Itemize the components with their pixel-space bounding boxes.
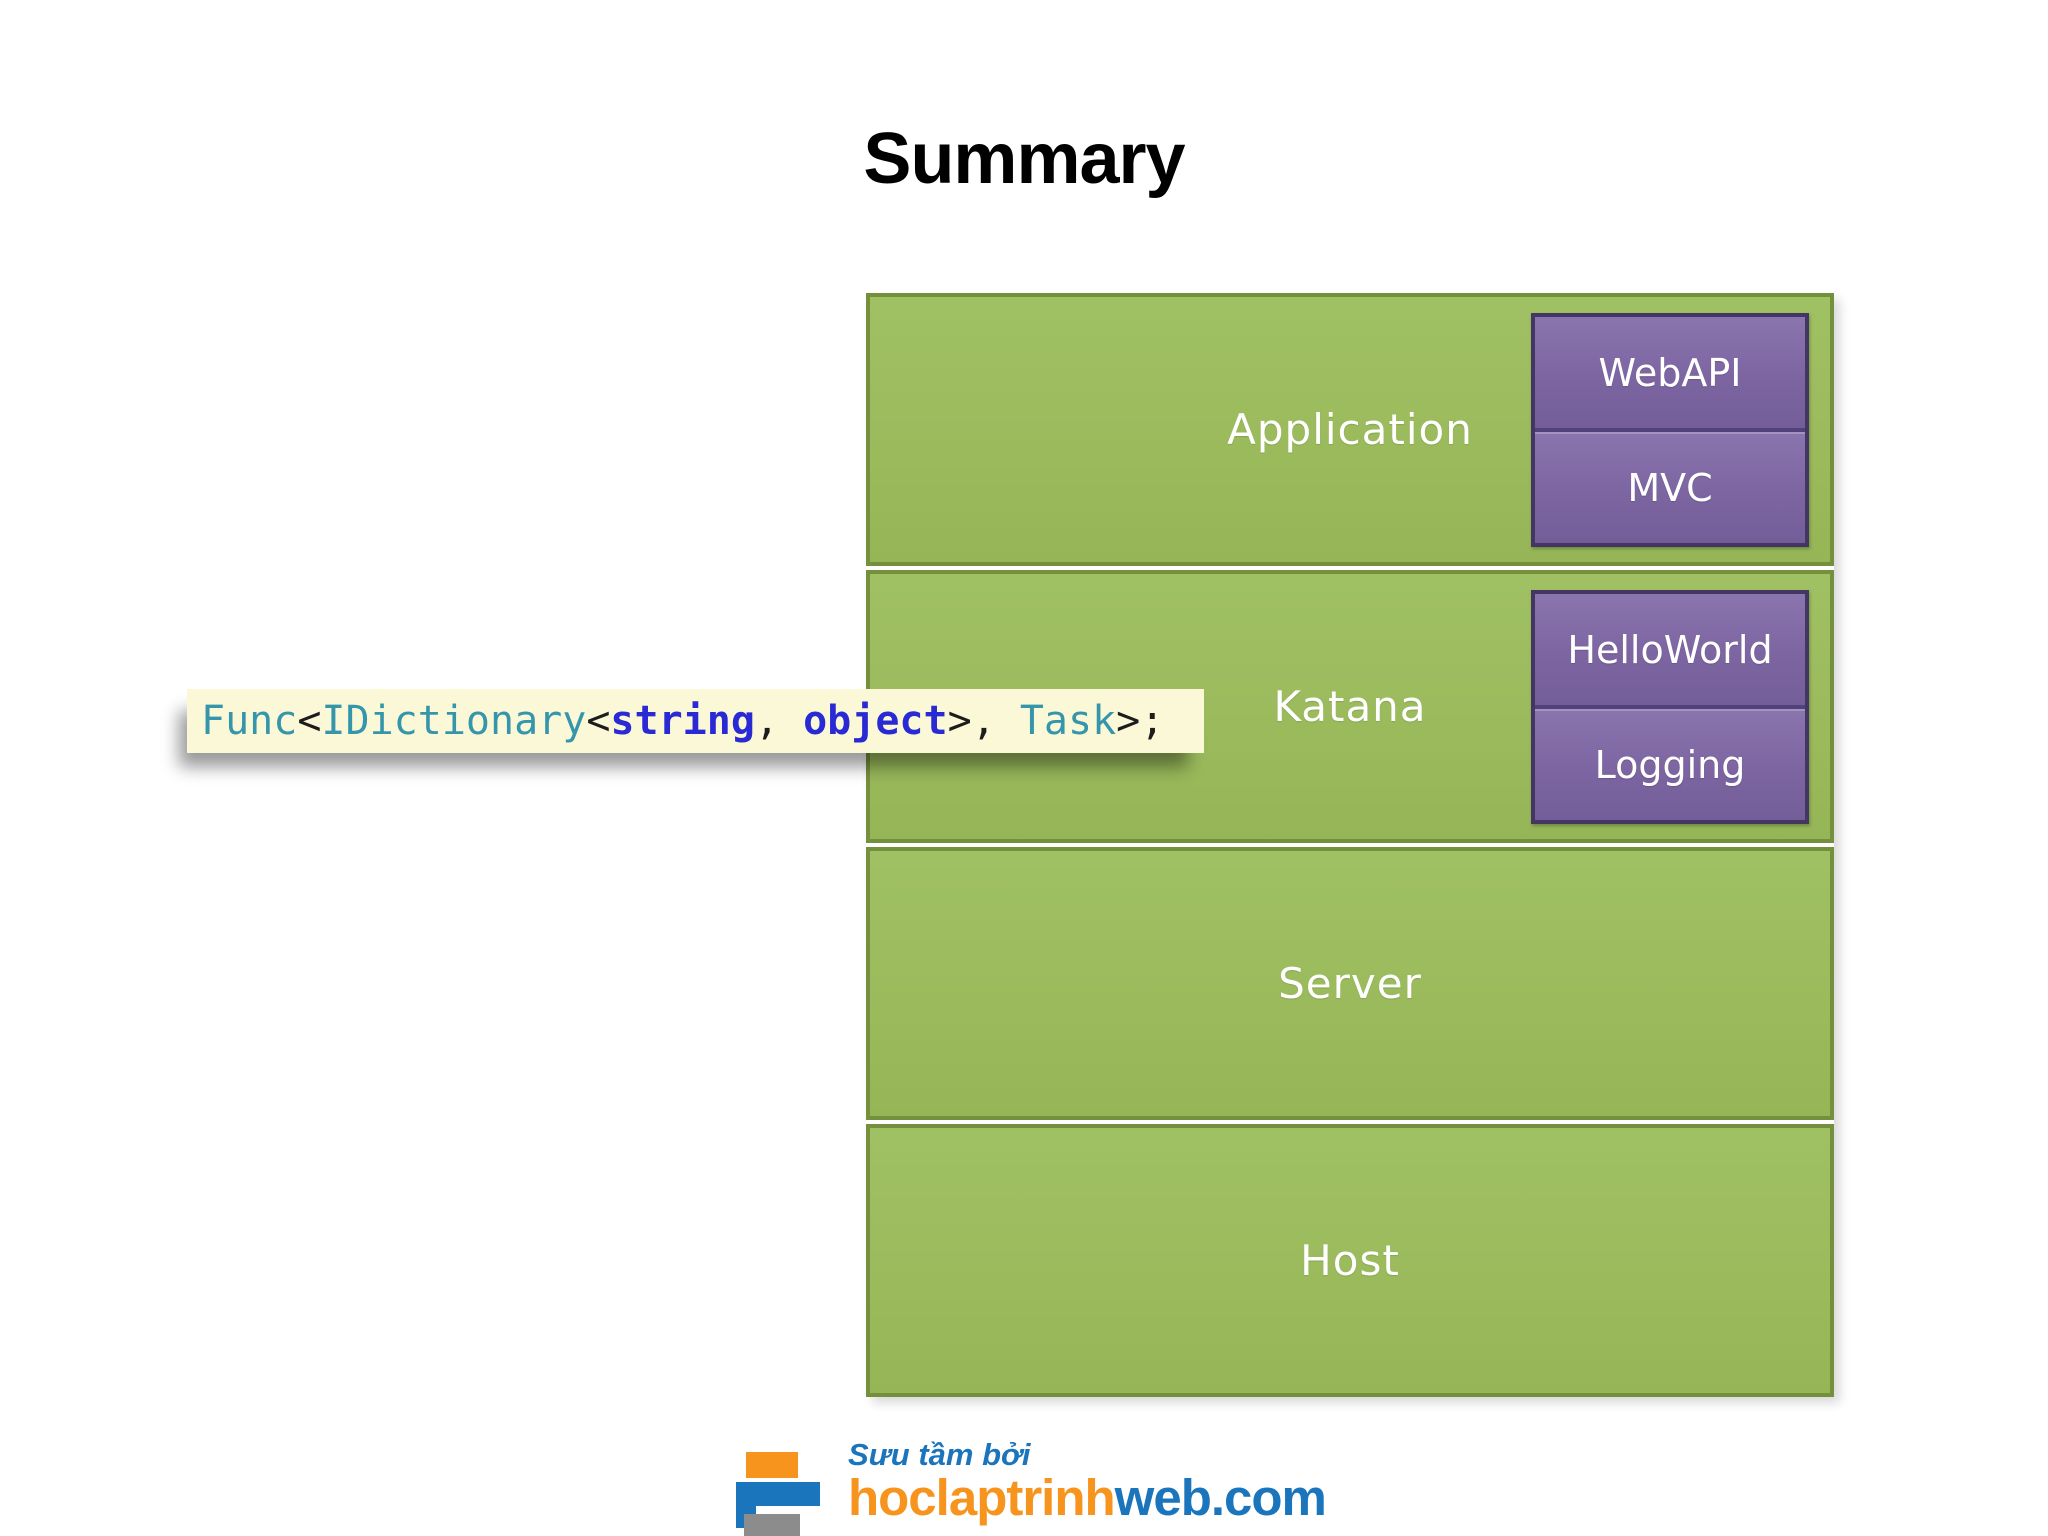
code-token-task: Task: [1019, 698, 1117, 744]
application-components: WebAPI MVC: [1531, 313, 1809, 547]
box-webapi: WebAPI: [1535, 317, 1805, 432]
box-helloworld-label: HelloWorld: [1567, 627, 1773, 672]
code-token-func: Func: [201, 698, 298, 744]
box-mvc: MVC: [1535, 432, 1805, 543]
box-webapi-label: WebAPI: [1598, 350, 1742, 395]
code-token-lt2: <: [586, 698, 611, 744]
box-helloworld: HelloWorld: [1535, 594, 1805, 709]
watermark-text: Sưu tầm bởi hoclaptrinhweb.com: [848, 1437, 1327, 1536]
layer-katana: Katana HelloWorld Logging: [866, 570, 1834, 843]
layer-host: Host: [866, 1124, 1834, 1397]
code-token-gt-semi: >;: [1116, 698, 1165, 744]
code-token-lt1: <: [297, 698, 322, 744]
code-token-idictionary: IDictionary: [321, 698, 587, 744]
brand-orange-text: hoclaptrinh: [848, 1469, 1116, 1526]
katana-components: HelloWorld Logging: [1531, 590, 1809, 824]
logo-gray-block: [744, 1514, 800, 1536]
code-callout: Func<IDictionary<string, object>, Task>;: [187, 689, 1204, 753]
owin-stack-diagram: Application WebAPI MVC Katana HelloWorld…: [866, 293, 1834, 1397]
watermark-tagline: Sưu tầm bởi: [848, 1437, 1031, 1472]
code-token-object: object: [803, 698, 948, 744]
brand-blue-text: web.com: [1114, 1469, 1327, 1526]
box-mvc-label: MVC: [1627, 465, 1713, 510]
layer-application-label: Application: [1227, 405, 1473, 454]
watermark: Sưu tầm bởi hoclaptrinhweb.com: [736, 1437, 1327, 1536]
logo-orange-block: [746, 1452, 798, 1478]
layer-application: Application WebAPI MVC: [866, 293, 1834, 566]
hoclaptrinhweb-logo-icon: [736, 1452, 820, 1536]
code-token-comma1: ,: [754, 698, 804, 744]
code-token-gt-comma: >,: [947, 698, 1020, 744]
page-title: Summary: [863, 119, 1185, 199]
layer-server: Server: [866, 847, 1834, 1120]
layer-katana-label: Katana: [1273, 682, 1427, 731]
code-token-string: string: [610, 698, 755, 744]
box-logging-label: Logging: [1594, 742, 1746, 787]
watermark-brand: hoclaptrinhweb.com: [848, 1469, 1327, 1526]
layer-server-label: Server: [1278, 959, 1422, 1008]
layer-host-label: Host: [1300, 1236, 1400, 1285]
code-snippet: Func<IDictionary<string, object>, Task>;: [201, 698, 1164, 744]
box-logging: Logging: [1535, 709, 1805, 820]
